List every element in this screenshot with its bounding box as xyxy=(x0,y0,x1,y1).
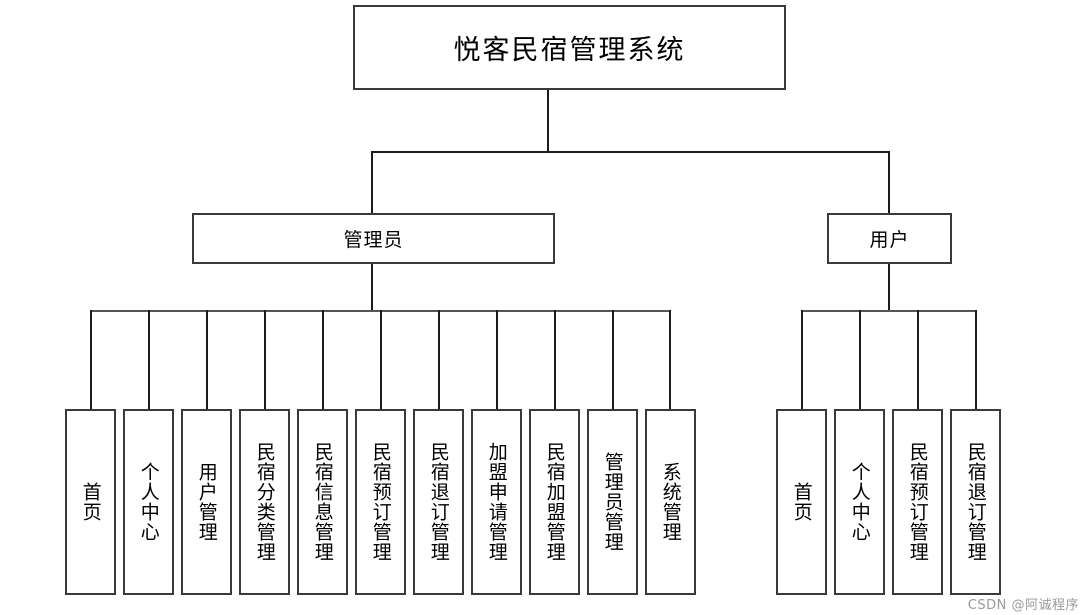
connector-admin-drop-5 xyxy=(322,310,324,410)
leaf-user-4-label: 民宿退订管理 xyxy=(964,442,987,562)
leaf-admin-10: 管理员管理 xyxy=(587,409,638,595)
connector-user-drop-1 xyxy=(801,310,803,410)
leaf-admin-4: 民宿分类管理 xyxy=(239,409,290,595)
connector-user-bus xyxy=(801,310,977,312)
connector-user-drop-4 xyxy=(975,310,977,410)
leaf-admin-7-label: 民宿退订管理 xyxy=(427,442,450,562)
leaf-user-3: 民宿预订管理 xyxy=(892,409,943,595)
node-system-title: 悦客民宿管理系统 xyxy=(353,5,786,90)
node-role-admin-label: 管理员 xyxy=(343,229,404,251)
connector-user-drop-2 xyxy=(859,310,861,410)
connector-admin-stem xyxy=(371,264,373,312)
leaf-admin-5-label: 民宿信息管理 xyxy=(311,442,334,562)
connector-admin-drop-7 xyxy=(438,310,440,410)
node-role-user-label: 用户 xyxy=(869,229,910,251)
connector-admin-drop-2 xyxy=(148,310,150,410)
connector-admin-drop-8 xyxy=(496,310,498,410)
leaf-admin-3: 用户管理 xyxy=(181,409,232,595)
leaf-admin-8: 加盟申请管理 xyxy=(471,409,522,595)
connector-admin-drop-1 xyxy=(90,310,92,410)
connector-admin-drop-9 xyxy=(554,310,556,410)
leaf-admin-1-label: 首页 xyxy=(79,482,102,522)
node-system-title-label: 悦客民宿管理系统 xyxy=(453,35,686,66)
connector-user-drop-3 xyxy=(917,310,919,410)
leaf-user-3-label: 民宿预订管理 xyxy=(906,442,929,562)
node-role-admin: 管理员 xyxy=(192,213,555,264)
leaf-user-2-label: 个人中心 xyxy=(848,462,871,542)
leaf-admin-10-label: 管理员管理 xyxy=(601,452,624,552)
leaf-admin-8-label: 加盟申请管理 xyxy=(485,442,508,562)
connector-admin-drop-3 xyxy=(206,310,208,410)
connector-to-admin xyxy=(371,151,373,213)
leaf-admin-9-label: 民宿加盟管理 xyxy=(543,442,566,562)
leaf-user-4: 民宿退订管理 xyxy=(950,409,1001,595)
leaf-admin-9: 民宿加盟管理 xyxy=(529,409,580,595)
node-role-user: 用户 xyxy=(827,213,952,264)
leaf-admin-2: 个人中心 xyxy=(123,409,174,595)
connector-admin-drop-6 xyxy=(380,310,382,410)
leaf-admin-6-label: 民宿预订管理 xyxy=(369,442,392,562)
connector-root-bus xyxy=(372,151,890,153)
leaf-admin-11-label: 系统管理 xyxy=(659,462,682,542)
connector-root-stem xyxy=(547,90,549,152)
leaf-admin-7: 民宿退订管理 xyxy=(413,409,464,595)
leaf-user-2: 个人中心 xyxy=(834,409,885,595)
leaf-admin-1: 首页 xyxy=(65,409,116,595)
connector-admin-drop-4 xyxy=(264,310,266,410)
leaf-user-1-label: 首页 xyxy=(790,482,813,522)
leaf-admin-3-label: 用户管理 xyxy=(195,462,218,542)
watermark-label: CSDN @阿诚程序 xyxy=(967,598,1079,613)
leaf-admin-5: 民宿信息管理 xyxy=(297,409,348,595)
leaf-admin-11: 系统管理 xyxy=(645,409,696,595)
leaf-admin-2-label: 个人中心 xyxy=(137,462,160,542)
connector-user-stem xyxy=(888,264,890,312)
leaf-admin-6: 民宿预订管理 xyxy=(355,409,406,595)
leaf-user-1: 首页 xyxy=(776,409,827,595)
connector-admin-drop-10 xyxy=(612,310,614,410)
connector-to-user xyxy=(888,151,890,213)
leaf-admin-4-label: 民宿分类管理 xyxy=(253,442,276,562)
connector-admin-drop-11 xyxy=(669,310,671,410)
